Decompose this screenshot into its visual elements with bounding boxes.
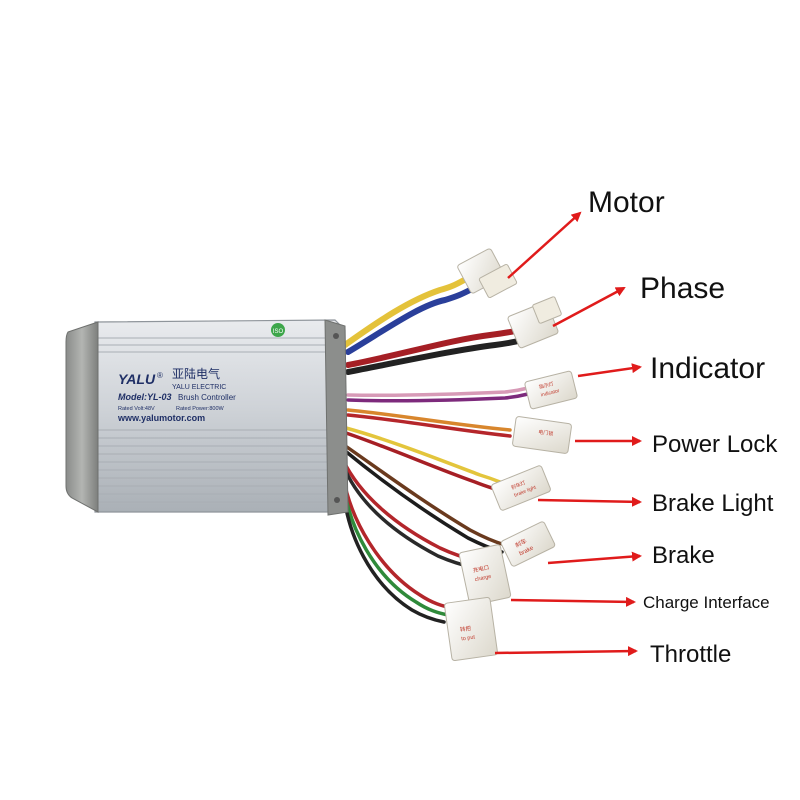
website: www.yalumotor.com: [117, 413, 205, 423]
charge-tag-en: charge: [474, 574, 492, 583]
callout-labels: Motor Phase Indicator Power Lock Brake L…: [588, 186, 778, 668]
controller-body: ISO YALU ® 亚陆电气 YALU ELECTRIC Model:YL-0…: [65, 319, 349, 516]
label-motor: Motor: [588, 186, 665, 219]
indicator-tag-en: indicator: [540, 388, 560, 398]
wire-throttle-black: [341, 483, 446, 624]
arrow-motor: [507, 211, 582, 279]
power-lock-tag-cn: 电门锁: [538, 429, 554, 438]
wire-indicator-pink: [346, 386, 530, 398]
wire-lock-orange: [346, 408, 512, 432]
throttle-tag-cn: 转把: [459, 624, 472, 634]
arrow-brake: [547, 551, 642, 565]
label-indicator: Indicator: [650, 352, 765, 385]
brand-logo: YALU: [118, 371, 156, 387]
charge-connector: 充电口 charge: [458, 544, 512, 606]
wire-lock-red: [346, 413, 512, 438]
wire-phase-red: [345, 327, 523, 368]
arrow-throttle: [494, 646, 638, 657]
model-text: Model:YL-03: [118, 392, 172, 402]
brand-mark: ®: [157, 371, 163, 380]
company-name: YALU ELECTRIC: [172, 384, 226, 391]
wire-phase-black: [345, 337, 525, 375]
indicator-connector: 指示灯 indicator: [524, 370, 578, 410]
label-throttle: Throttle: [650, 641, 731, 668]
heat-fins: [98, 337, 333, 503]
indicator-tag-cn: 指示灯: [538, 380, 554, 390]
wire-brakelight-yellow: [344, 426, 502, 484]
arrow-brake-light: [537, 496, 642, 507]
brand-name-cn: 亚陆电气: [172, 366, 220, 381]
label-charge-interface: Charge Interface: [643, 593, 770, 612]
product-name: Brush Controller: [178, 393, 236, 402]
rated-power: Rated Power:800W: [176, 406, 224, 412]
arrow-charge-interface: [510, 596, 636, 607]
wire-charge-black: [341, 463, 474, 569]
wire-brakelight-red: [344, 431, 500, 492]
wire-throttle-red: [341, 473, 454, 610]
rated-volt: Rated Volt:48V: [118, 406, 155, 412]
label-brake: Brake: [652, 542, 715, 569]
wire-indicator-purple: [346, 392, 530, 403]
wire-brake-brown: [342, 443, 507, 547]
motor-connector: [457, 248, 518, 299]
wire-motor-yellow: [342, 275, 471, 348]
throttle-connector: 转把 to put: [444, 596, 498, 662]
wire-motor-blue: [345, 287, 473, 355]
throttle-tag-en: to put: [461, 634, 476, 642]
brake-connector: 刹车 brake: [500, 521, 556, 567]
iso-sticker: ISO: [273, 329, 284, 335]
label-phase: Phase: [640, 272, 725, 305]
charge-tag-cn: 充电口: [472, 563, 490, 574]
arrow-indicator: [577, 363, 642, 378]
wire-throttle-green: [341, 478, 450, 617]
phase-connector: [507, 296, 562, 349]
arrow-phase: [552, 286, 626, 328]
power-lock-connector: 电门锁: [512, 416, 572, 454]
label-brake-light: Brake Light: [652, 490, 774, 517]
case-label: YALU ® 亚陆电气 YALU ELECTRIC Model:YL-03 Br…: [117, 366, 236, 423]
callout-arrows: [494, 211, 642, 657]
label-power-lock: Power Lock: [652, 431, 778, 458]
connectors: 指示灯 indicator 电门锁 刹车灯 brake light 刹车 bra…: [444, 248, 578, 662]
brake-light-connector: 刹车灯 brake light: [491, 465, 551, 511]
